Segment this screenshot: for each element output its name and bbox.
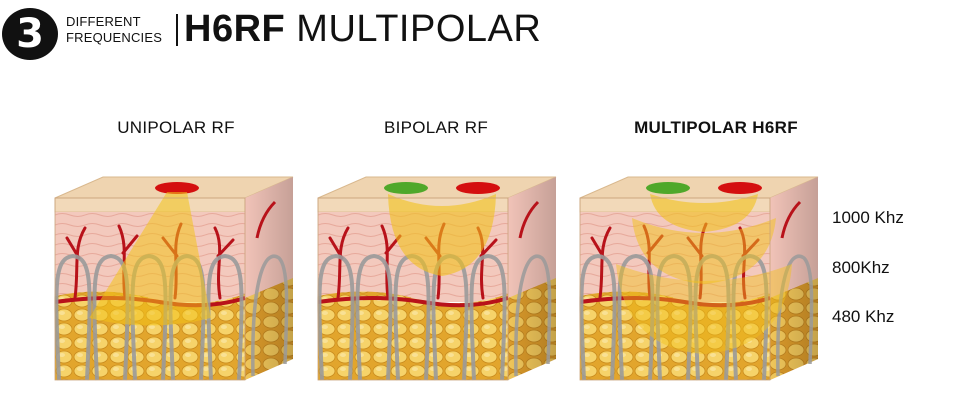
nerve-fiber-side xyxy=(776,254,814,377)
nerve-fiber xyxy=(355,253,393,381)
frequency-label-1000: 1000 Khz xyxy=(832,208,904,227)
title-light: MULTIPOLAR xyxy=(296,8,542,50)
nerve-fiber xyxy=(617,253,655,381)
frequency-label-480: 480 Khz xyxy=(832,307,895,326)
blood-vessel-main xyxy=(317,296,509,308)
nerve-fiber-side xyxy=(514,254,552,377)
subtitle: DIFFERENT FREQUENCIES xyxy=(66,14,162,46)
cube-label-multipolar: MULTIPOLAR H6RF xyxy=(634,118,798,137)
blood-vessel xyxy=(590,226,612,300)
skin-cube-bipolar xyxy=(317,176,557,381)
subtitle-line-2: FREQUENCIES xyxy=(66,30,163,45)
rf-field-800khz xyxy=(632,218,776,284)
blood-vessel xyxy=(65,226,87,300)
cube-side-shade xyxy=(508,177,556,380)
number-badge: 3 xyxy=(2,8,58,60)
rf-field-cone xyxy=(89,192,211,326)
cube-outline xyxy=(317,197,509,381)
header: 3 DIFFERENT FREQUENCIES H6RF MULTIPOLAR xyxy=(0,0,600,64)
nerve-fiber xyxy=(469,253,507,381)
epidermis-layer xyxy=(54,197,246,213)
page-title: H6RF MULTIPOLAR xyxy=(184,6,541,52)
rf-field-480khz xyxy=(616,264,792,354)
header-divider xyxy=(176,14,178,46)
subtitle-line-1: DIFFERENT xyxy=(66,14,141,29)
electrode-green xyxy=(384,182,428,194)
nerve-fiber-side xyxy=(251,254,289,377)
blood-vessel-side xyxy=(518,200,540,239)
cube-label-bipolar: BIPOLAR RF xyxy=(383,118,489,137)
nerve-fiber xyxy=(317,253,355,381)
electrode-green xyxy=(646,182,690,194)
blood-vessel xyxy=(328,226,350,300)
cube-outline xyxy=(579,197,771,381)
electrode-red xyxy=(456,182,500,194)
electrode-red xyxy=(718,182,762,194)
cube-side-shade xyxy=(245,177,293,380)
blood-vessel-side xyxy=(255,200,277,239)
cube-outline xyxy=(54,197,246,381)
fat-layer xyxy=(318,291,508,380)
rf-field-arc xyxy=(388,194,496,276)
fat-layer xyxy=(580,291,770,380)
frequency-label-800: 800Khz xyxy=(832,258,890,277)
cube-side-shade xyxy=(770,177,818,380)
nerve-fiber xyxy=(54,253,92,381)
rf-field-1000khz xyxy=(650,194,758,232)
nerve-fiber xyxy=(579,253,617,381)
blood-vessel-main xyxy=(579,296,771,308)
skin-cube-unipolar xyxy=(54,176,294,381)
title-bold: H6RF xyxy=(184,8,286,50)
blood-vessel-side xyxy=(780,200,802,239)
skin-cube-multipolar xyxy=(579,176,819,381)
cube-label-unipolar: UNIPOLAR RF xyxy=(117,118,235,137)
electrode-red xyxy=(155,182,199,194)
cubes-layer xyxy=(54,176,819,381)
